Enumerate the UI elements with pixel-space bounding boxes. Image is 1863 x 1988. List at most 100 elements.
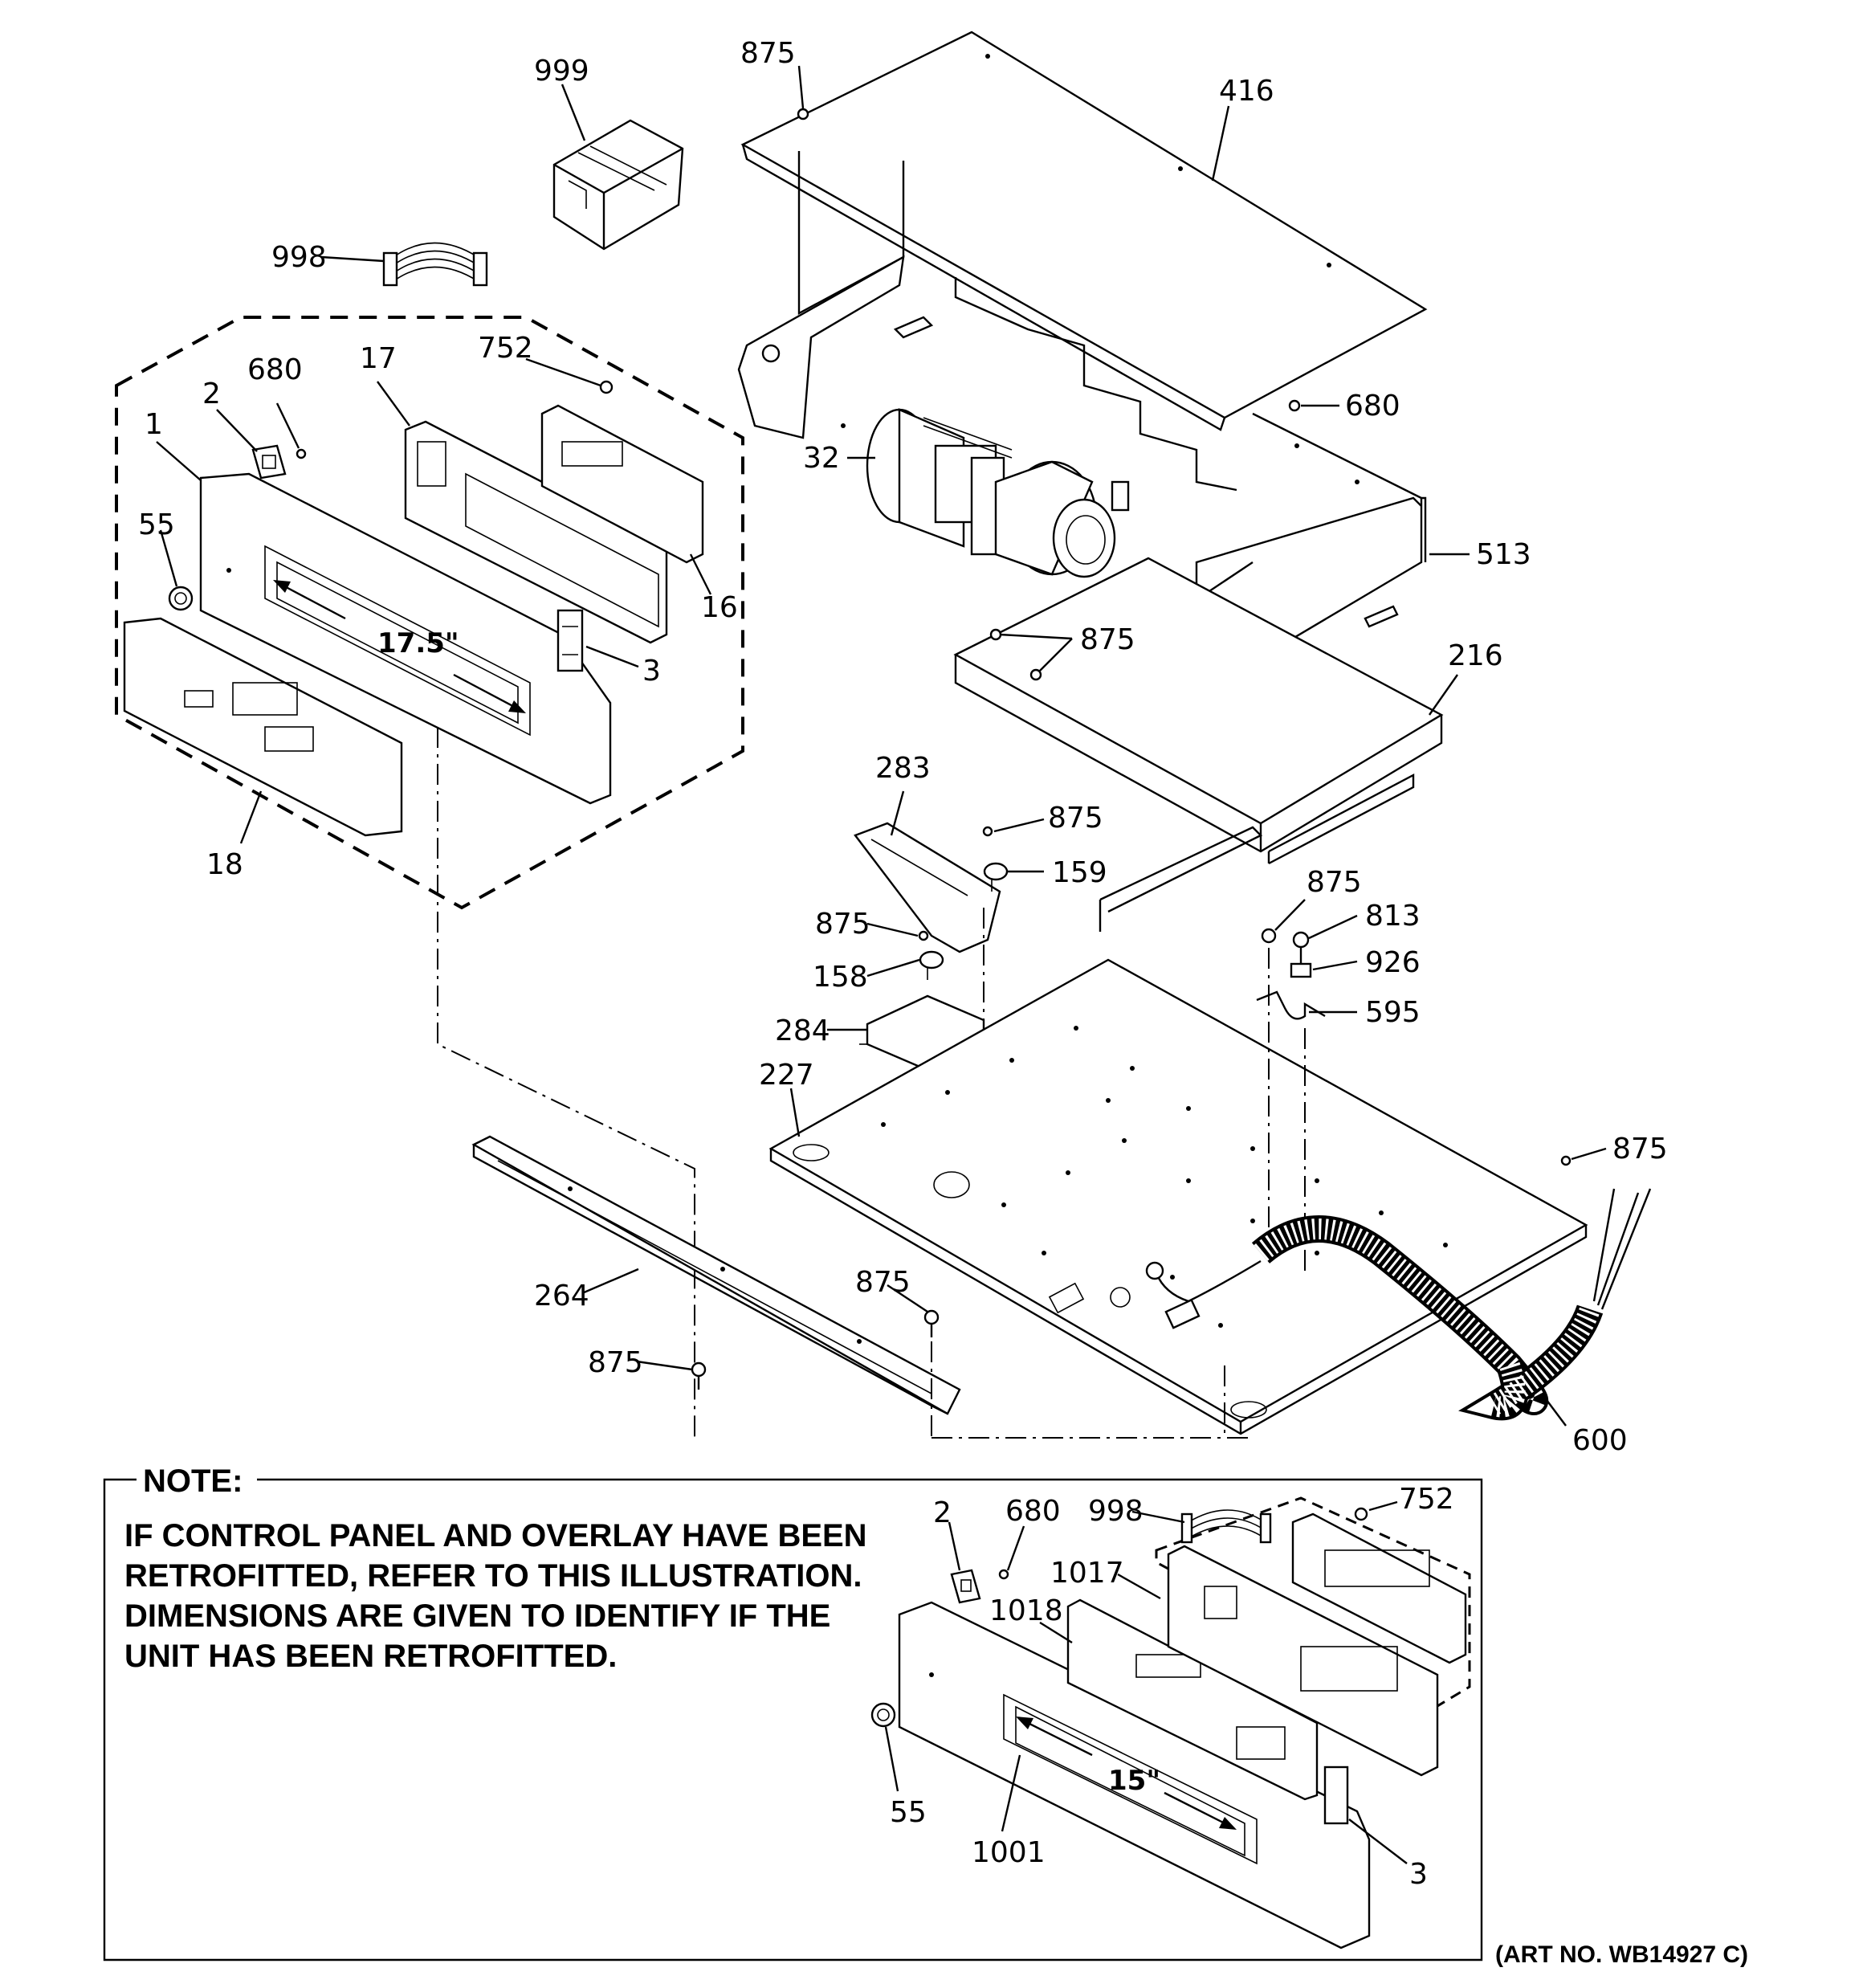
art-number: (ART NO. WB14927 C) [1495, 1941, 1748, 1968]
part-998-harness [382, 242, 488, 287]
label-18: 18 [206, 848, 243, 881]
label-159: 159 [1052, 856, 1107, 889]
label-55: 55 [138, 508, 175, 541]
label-1018: 1018 [989, 1594, 1063, 1627]
note-title: NOTE: [143, 1463, 243, 1499]
label-227: 227 [759, 1059, 814, 1092]
label-2: 2 [202, 378, 221, 410]
label-retrofit-3: 3 [1409, 1858, 1428, 1891]
part-752-screw [599, 380, 614, 394]
screw-875-813 [1261, 928, 1277, 944]
part-17-board-housing [404, 420, 668, 644]
control-panel-group-boundary [115, 316, 744, 910]
part-1001-control-panel: 15" [898, 1601, 1371, 1949]
part-1-control-panel [199, 472, 612, 805]
label-264: 264 [534, 1280, 589, 1312]
part-752-screw-retrofit [1354, 1507, 1368, 1521]
part-3-bracket-retrofit [1323, 1766, 1349, 1825]
part-55-button-retrofit [870, 1702, 896, 1728]
part-32-fan-assembly [866, 408, 1130, 578]
label-retrofit-680: 680 [1005, 1495, 1061, 1528]
label-158: 158 [813, 961, 868, 994]
part-680-screw [296, 448, 307, 459]
part-158-thermostat [919, 950, 944, 980]
part-2-bracket [251, 444, 287, 480]
label-875-158: 875 [815, 908, 870, 941]
label-875-813: 875 [1307, 866, 1362, 899]
part-264-bracket [471, 1135, 961, 1415]
label-875-mid: 875 [1048, 802, 1103, 835]
part-600-power-cord [1145, 1188, 1652, 1421]
part-416-top-cover [740, 31, 1428, 431]
leader-lines [156, 65, 1607, 1427]
part-227-base-plate [768, 958, 1588, 1435]
label-17: 17 [360, 342, 397, 375]
label-595: 595 [1365, 996, 1421, 1029]
label-600: 600 [1572, 1424, 1628, 1457]
label-998: 998 [271, 241, 327, 274]
dimension-label-15: 15" [1108, 1765, 1160, 1797]
part-216-tray [953, 557, 1444, 932]
retrofit-group-boundary [1155, 1496, 1471, 1712]
screw-680-right [1288, 399, 1301, 412]
note-line-4: UNIT HAS BEEN RETROFITTED. [124, 1639, 617, 1674]
part-999-box [552, 119, 684, 251]
label-875-bottom: 875 [588, 1346, 643, 1379]
part-680-screw-retrofit [998, 1569, 1009, 1580]
label-875-264: 875 [855, 1266, 911, 1299]
label-retrofit-55: 55 [890, 1796, 927, 1829]
label-999: 999 [534, 55, 589, 88]
label-3: 3 [642, 655, 661, 688]
note-line-1: IF CONTROL PANEL AND OVERLAY HAVE BEEN [124, 1518, 867, 1553]
label-875-top: 875 [740, 37, 796, 70]
screw-875-top [797, 108, 809, 120]
screw-875-158 [918, 930, 929, 941]
part-16-display-board [540, 404, 704, 564]
part-1018-overlay [1066, 1598, 1319, 1801]
part-926-nut [1290, 962, 1312, 978]
part-875-screw-264 [923, 1309, 940, 1337]
screw-875-right [1560, 1155, 1572, 1166]
screw-875-fan-1 [989, 628, 1002, 641]
label-513: 513 [1476, 538, 1531, 571]
part-1017-board-housing [1167, 1545, 1439, 1777]
label-813: 813 [1365, 900, 1421, 933]
dimension-label-17-5: 17.5" [377, 627, 459, 659]
label-1: 1 [145, 408, 163, 441]
label-680-right: 680 [1345, 390, 1400, 423]
screw-875-fan-2 [1029, 668, 1042, 681]
dimension-17-5: 17.5" [273, 580, 526, 713]
label-416: 416 [1219, 75, 1274, 108]
label-32: 32 [803, 442, 840, 475]
retrofit-display-board [1291, 1512, 1467, 1664]
retrofit-leader-lines [884, 1500, 1408, 1864]
label-283: 283 [875, 752, 931, 785]
part-18-overlay [123, 617, 403, 837]
label-retrofit-752: 752 [1399, 1483, 1454, 1516]
label-1001: 1001 [972, 1836, 1046, 1869]
screw-875-mid [982, 826, 993, 837]
main-part-labels: 999 998 875 416 680 32 513 875 216 1 2 6… [138, 37, 1668, 1457]
label-retrofit-998: 998 [1088, 1495, 1143, 1528]
part-159-thermostat [983, 862, 1009, 892]
part-2-bracket-retrofit [950, 1569, 981, 1604]
label-680: 680 [247, 353, 303, 386]
label-284: 284 [775, 1014, 830, 1047]
note-line-2: RETROFITTED, REFER TO THIS ILLUSTRATION. [124, 1558, 862, 1594]
part-595-clip [1256, 990, 1326, 1020]
label-752: 752 [478, 332, 533, 365]
label-16: 16 [701, 591, 738, 624]
label-216: 216 [1448, 639, 1503, 672]
part-283-bracket [854, 822, 1001, 953]
note-box: NOTE: IF CONTROL PANEL AND OVERLAY HAVE … [103, 1463, 1483, 1961]
label-1017: 1017 [1050, 1557, 1124, 1590]
label-875-right: 875 [1612, 1133, 1668, 1165]
label-875-fan: 875 [1080, 623, 1135, 656]
label-926: 926 [1365, 946, 1421, 979]
alignment-line-panel [437, 727, 695, 1438]
note-line-3: DIMENSIONS ARE GIVEN TO IDENTIFY IF THE [124, 1598, 830, 1634]
label-retrofit-2: 2 [933, 1496, 952, 1529]
part-3-bracket [556, 609, 584, 672]
